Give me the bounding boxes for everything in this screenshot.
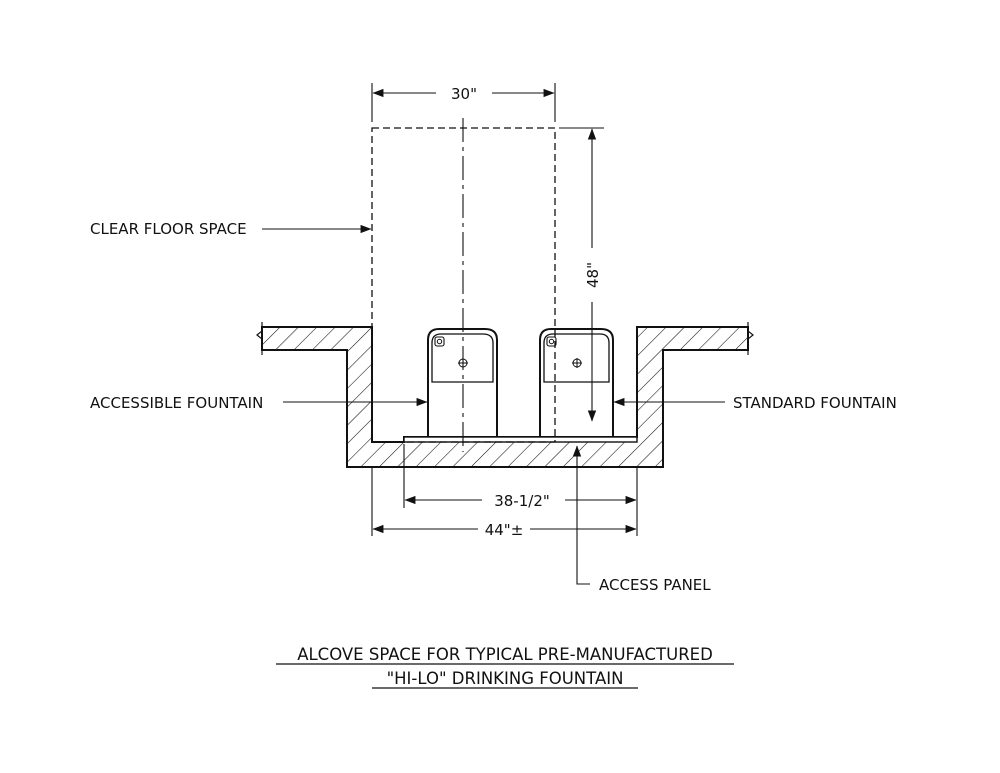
callout-access-panel: ACCESS PANEL [572,445,711,594]
dimension-30: 30" [371,83,556,122]
alcove-wall [256,322,754,468]
dimension-48-label: 48" [584,262,602,288]
clear-floor-space-label: CLEAR FLOOR SPACE [90,220,247,238]
callout-standard-fountain: STANDARD FOUNTAIN [613,394,897,412]
callout-accessible-fountain: ACCESSIBLE FOUNTAIN [90,394,428,412]
title-line-1: ALCOVE SPACE FOR TYPICAL PRE-MANUFACTURE… [297,645,713,664]
dimension-48: 48" [559,127,604,422]
dimension-44: 44"± [371,468,637,539]
dimension-30-label: 30" [451,85,477,103]
standard-fountain-label: STANDARD FOUNTAIN [733,394,897,412]
callout-clear-floor-space: CLEAR FLOOR SPACE [90,220,372,238]
standard-fountain-symbol [539,328,614,437]
drawing-title: ALCOVE SPACE FOR TYPICAL PRE-MANUFACTURE… [276,645,734,689]
dimension-44-label: 44"± [485,521,524,539]
accessible-fountain-symbol [427,328,498,437]
dimension-38-half-label: 38-1/2" [494,492,550,510]
accessible-fountain-label: ACCESSIBLE FOUNTAIN [90,394,263,412]
access-panel-label: ACCESS PANEL [599,576,711,594]
access-panel [403,436,638,443]
title-line-2: "HI-LO" DRINKING FOUNTAIN [387,669,624,688]
